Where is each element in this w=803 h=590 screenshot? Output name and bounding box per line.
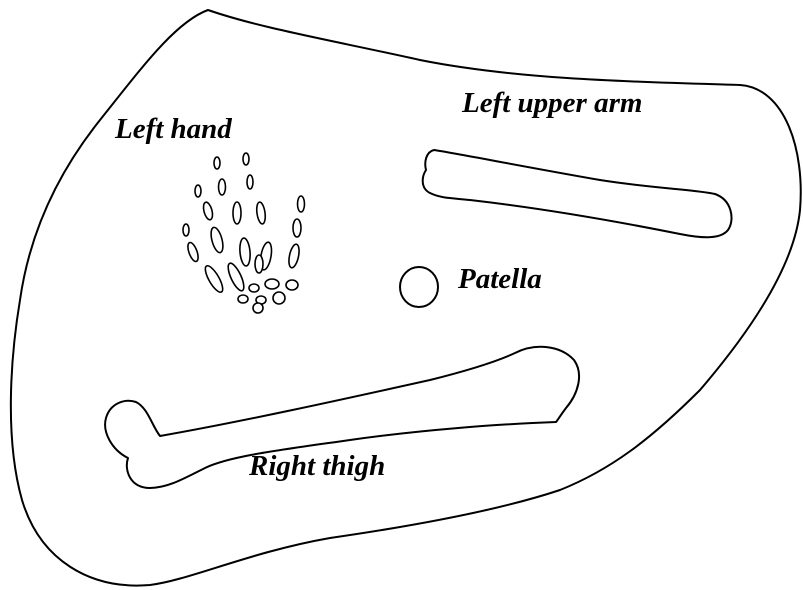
- label-left-hand: Left hand: [114, 113, 232, 145]
- hand-bone: [253, 303, 263, 313]
- label-left-upper-arm: Left upper arm: [461, 87, 642, 119]
- patella-bone: [400, 267, 438, 307]
- hand-bone: [238, 295, 248, 303]
- hand-bone: [298, 196, 305, 212]
- hand-bone: [195, 185, 201, 197]
- hand-bone: [183, 224, 189, 236]
- label-patella: Patella: [457, 263, 542, 295]
- hand-bone: [293, 219, 301, 237]
- hand-bone: [214, 157, 220, 169]
- hand-bone: [247, 175, 253, 189]
- hand-bone: [273, 292, 285, 304]
- hand-bone: [249, 284, 259, 292]
- hand-bone: [255, 255, 263, 273]
- hand-bone: [286, 280, 298, 290]
- hand-bone: [265, 279, 279, 289]
- hand-bone: [219, 179, 226, 195]
- hand-bone: [233, 202, 241, 224]
- hand-bone: [243, 153, 249, 165]
- label-right-thigh: Right thigh: [248, 450, 385, 482]
